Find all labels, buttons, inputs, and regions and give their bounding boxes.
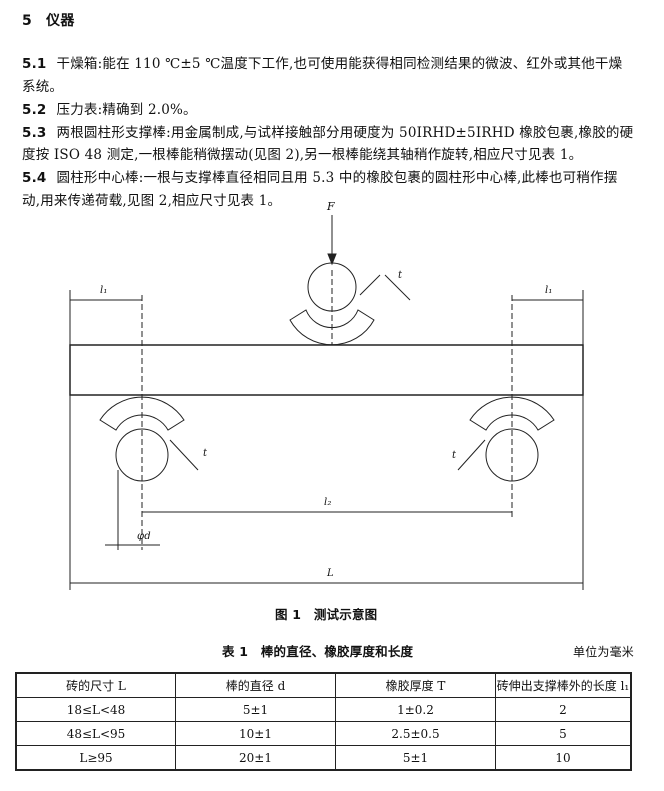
cell: 5: [495, 721, 632, 746]
left-rubber-pad: [99, 396, 185, 431]
table-unit: 单位为毫米: [573, 645, 635, 659]
cell: 2.5±0.5: [335, 721, 496, 746]
brick-specimen: [69, 344, 584, 396]
rod-dimensions-table: 砖的尺寸 L 棒的直径 d 橡胶厚度 T 砖伸出支撑棒外的长度 l₁ 18≤L<…: [15, 672, 632, 771]
para-text: 圆柱形中心棒:一根与支撑棒直径相同且用 5.3 中的橡胶包裹的圆柱形中心棒,此棒…: [56, 170, 618, 186]
cell: 2: [495, 697, 632, 722]
para-number: 5.1: [22, 56, 47, 72]
t-label-left: t: [203, 448, 208, 459]
cell: 10±1: [175, 721, 336, 746]
para-number: 5.4: [22, 170, 47, 186]
cell: L≥95: [15, 745, 176, 771]
figure-caption: 图 1 测试示意图: [275, 607, 378, 622]
para-5-3: 5.3 两根圆柱形支撑棒:用金属制成,与试样接触部分用硬度为 50IRHD±5IR…: [22, 121, 633, 141]
right-support-rod: [485, 428, 539, 482]
t-label-right: t: [452, 450, 457, 461]
table-header-row: 砖的尺寸 L 棒的直径 d 橡胶厚度 T 砖伸出支撑棒外的长度 l₁: [15, 672, 632, 698]
L-label: L: [327, 568, 334, 579]
para-text: 两根圆柱形支撑棒:用金属制成,与试样接触部分用硬度为 50IRHD±5IRHD …: [56, 125, 634, 141]
cell: 20±1: [175, 745, 336, 771]
right-rubber-pad: [469, 396, 555, 431]
cell: 5±1: [335, 745, 496, 771]
header-cell: 砖伸出支撑棒外的长度 l₁: [495, 672, 632, 698]
l1-left-label: l₁: [100, 285, 108, 296]
cell: 48≤L<95: [15, 721, 176, 746]
para-5-1: 5.1 干燥箱:能在 110 ℃±5 ℃温度下工作,也可使用能获得相同检测结果的微…: [22, 52, 622, 72]
force-label: F: [327, 200, 335, 213]
test-diagram: [69, 215, 584, 590]
para-5-2: 5.2 压力表:精确到 2.0%。: [22, 98, 197, 118]
para-text: 干燥箱:能在 110 ℃±5 ℃温度下工作,也可使用能获得相同检测结果的微波、红…: [56, 56, 623, 72]
section-title: 仪器: [46, 13, 75, 29]
table-caption: 表 1 棒的直径、橡胶厚度和长度: [222, 644, 414, 659]
top-rubber-pad: [289, 309, 375, 346]
section-heading: 5 仪器: [22, 10, 75, 30]
cell: 18≤L<48: [15, 697, 176, 722]
left-support-rod: [115, 428, 169, 482]
section-number: 5: [22, 13, 32, 29]
para-5-1-cont: 系统。: [22, 79, 64, 95]
t-label-top: t: [398, 270, 403, 281]
cell: 5±1: [175, 697, 336, 722]
l1-right-label: l₁: [545, 285, 553, 296]
cell: 1±0.2: [335, 697, 496, 722]
header-cell: 砖的尺寸 L: [15, 672, 176, 698]
para-5-4: 5.4 圆柱形中心棒:一根与支撑棒直径相同且用 5.3 中的橡胶包裹的圆柱形中心棒…: [22, 166, 617, 186]
para-5-3-cont: 度按 ISO 48 测定,一根棒能稍微摆动(见图 2),另一根棒能绕其轴稍作旋转…: [22, 147, 583, 163]
d-label: φd: [137, 531, 151, 542]
para-number: 5.3: [22, 125, 47, 141]
l2-label: l₂: [324, 497, 332, 508]
para-5-4-cont: 动,用来传递荷载,见图 2,相应尺寸见表 1。: [22, 193, 282, 209]
cell: 10: [495, 745, 632, 771]
para-number: 5.2: [22, 102, 47, 118]
para-text: 压力表:精确到 2.0%。: [56, 102, 197, 118]
header-cell: 橡胶厚度 T: [335, 672, 496, 698]
header-cell: 棒的直径 d: [175, 672, 336, 698]
